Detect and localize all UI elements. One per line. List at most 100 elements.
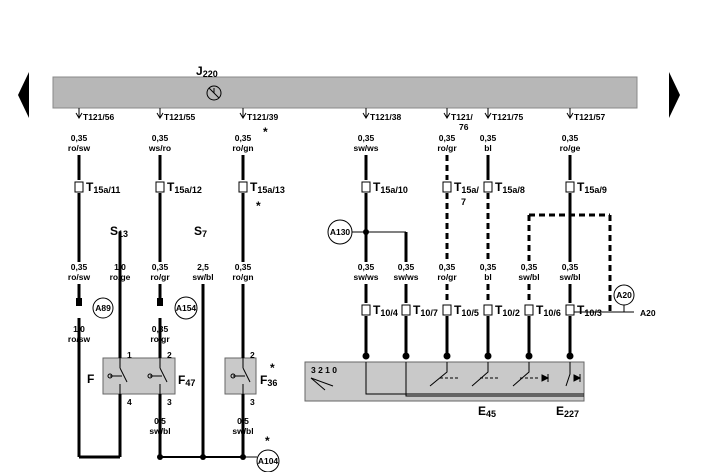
col-t121-75-mid-wire-gauge: 0,35 (480, 262, 497, 272)
col-t121-76-mid-wire-gauge: 0,35 (439, 262, 456, 272)
ref-a154-bubble (174, 296, 198, 320)
ref-a104-label: A104 (258, 456, 279, 466)
ref-a130-label: A130 (330, 227, 351, 237)
sw-bl-branch-wire-gauge: 0,35 (521, 262, 538, 272)
col-t121-38-bottom-connector-icon (361, 304, 371, 316)
f-pin-top: 1 (127, 350, 132, 360)
branch-10-7-connector-label: T10/7 (413, 303, 438, 318)
branch-10-7-connector-icon (401, 304, 411, 316)
f-pin-bottom: 4 (127, 397, 132, 407)
component-f47-label: F47 (178, 373, 195, 388)
control-unit-label: J220 (196, 64, 218, 79)
col-t121-76-upper-wire-color: ro/gr (437, 143, 457, 153)
f47-lower-wire-color: sw/bl (149, 426, 170, 436)
col-t121-39-mid-wire-color: ro/gn (232, 272, 253, 282)
col-t121-75-mid-wire-color: bl (484, 272, 492, 282)
bus-pin-markers (75, 112, 574, 119)
component-f-label: F (87, 372, 94, 386)
sw-bl-branch-wire-color: sw/bl (518, 272, 539, 282)
col-t121-57-upper-wire-gauge: 0,35 (562, 133, 579, 143)
ref-a130-bubble (327, 219, 353, 245)
col-t121-75-connector-label: T15a/8 (495, 180, 525, 195)
sw-ws-branch-wire-color: sw/ws (393, 272, 418, 282)
f47-pin-top: 2 (167, 350, 172, 360)
col-t121-57-pin-label: T121/57 (574, 112, 605, 122)
component-e45-label: E45 (478, 404, 496, 419)
col-t121-75-bottom-connector-label: T10/2 (495, 303, 520, 318)
col-t121-55-lower-wire-color: ro/gr (150, 334, 170, 344)
col-t121-76-pin-label: T121/ (451, 112, 473, 122)
col-t121-38-connector-label: T15a/10 (373, 180, 408, 195)
col-t121-75-upper-wire-color: bl (484, 143, 492, 153)
s7-wire-gauge: 2,5 (197, 262, 209, 272)
col-t121-55-lower-wire-gauge: 0,35 (152, 324, 169, 334)
col-t121-57-connector-label: T15a/9 (577, 180, 607, 195)
branch-10-6-connector-label: T10/6 (536, 303, 561, 318)
col-t121-56-lower-wire-color: ro/sw (68, 334, 91, 344)
col-t121-39-pin-label: T121/39 (247, 112, 278, 122)
col-t121-38-mid-wire-gauge: 0,35 (358, 262, 375, 272)
switch-symbols (107, 350, 584, 404)
col-t121-56-lower-wire-gauge: 1,0 (73, 324, 85, 334)
col-t121-57-upper-wire-color: ro/ge (560, 143, 581, 153)
note-star-1: * (263, 125, 268, 139)
col-t121-55-mid-wire-gauge: 0,35 (152, 262, 169, 272)
column-wires (77, 108, 634, 459)
col-t121-39-upper-wire-gauge: 0,35 (235, 133, 252, 143)
col-t121-57-connector-icon (565, 181, 575, 193)
col-t121-75-pin-label: T121/75 (492, 112, 523, 122)
col-t121-38-upper-wire-gauge: 0,35 (358, 133, 375, 143)
s13-wire-gauge: 1,0 (114, 262, 126, 272)
col-t121-38-pin-label: T121/38 (370, 112, 401, 122)
s7-wire-color: sw/bl (192, 272, 213, 282)
col-t121-75-upper-wire-gauge: 0,35 (480, 133, 497, 143)
fuse-s13-label: S13 (110, 224, 128, 239)
col-t121-76-bottom-connector-icon (442, 304, 452, 316)
note-star-3: * (270, 361, 275, 375)
ref-a89-label: A89 (95, 303, 111, 313)
component-e227-label: E227 (556, 404, 579, 419)
col-t121-39-mid-wire-gauge: 0,35 (235, 262, 252, 272)
junction-dots (76, 229, 574, 460)
col-t121-75-connector-icon (483, 181, 493, 193)
col-t121-57-mid-wire-gauge: 0,35 (562, 262, 579, 272)
col-t121-76-bottom-connector-label: T10/5 (454, 303, 479, 318)
col-t121-57-bottom-connector-label: T10/3 (577, 303, 602, 318)
col-t121-55-connector-icon (155, 181, 165, 193)
col-t121-57-mid-wire-color: sw/bl (559, 272, 580, 282)
col-t121-56-connector-label: T15a/11 (86, 180, 120, 195)
ref-a89-bubble (92, 297, 114, 319)
f47-pin-bottom: 3 (167, 397, 172, 407)
col-t121-56-upper-wire-color: ro/sw (68, 143, 91, 153)
col-t121-55-pin-label: T121/55 (164, 112, 195, 122)
f47-lower-wire-gauge: 0,5 (154, 416, 166, 426)
branch-10-6-connector-icon (524, 304, 534, 316)
col-t121-76-upper-wire-gauge: 0,35 (439, 133, 456, 143)
nav-right-arrow[interactable] (669, 72, 680, 118)
col-t121-57-bottom-connector-icon (565, 304, 575, 316)
col-t121-55-upper-wire-gauge: 0,35 (152, 133, 169, 143)
ref-a20-line-label: A20 (640, 308, 656, 318)
switch-positions-label: 3 2 1 0 (311, 365, 337, 375)
ground-symbol-icon (206, 85, 222, 101)
col-t121-38-connector-icon (361, 181, 371, 193)
col-t121-55-mid-wire-color: ro/gr (150, 272, 170, 282)
f36-pin-bottom: 3 (250, 397, 255, 407)
col-t121-76-pin-label-cont: 76 (459, 122, 469, 132)
sw-ws-branch-wire-gauge: 0,35 (398, 262, 415, 272)
col-t121-56-mid-wire-color: ro/sw (68, 272, 91, 282)
col-t121-56-pin-label: T121/56 (83, 112, 114, 122)
col-t121-38-mid-wire-color: sw/ws (353, 272, 378, 282)
f36-lower-wire-color: sw/bl (232, 426, 253, 436)
note-star-2: * (256, 199, 261, 213)
f36-pin-top: 2 (250, 350, 255, 360)
switch-e45-e227-box (304, 361, 585, 402)
col-t121-38-bottom-connector-label: T10/4 (373, 303, 398, 318)
nav-left-arrow[interactable] (18, 72, 29, 118)
col-t121-55-connector-label: T15a/12 (167, 180, 202, 195)
col-t121-56-mid-wire-gauge: 0,35 (71, 262, 88, 272)
ref-a154-label: A154 (176, 303, 197, 313)
col-t121-56-upper-wire-gauge: 0,35 (71, 133, 88, 143)
col-t121-56-connector-icon (74, 181, 84, 193)
